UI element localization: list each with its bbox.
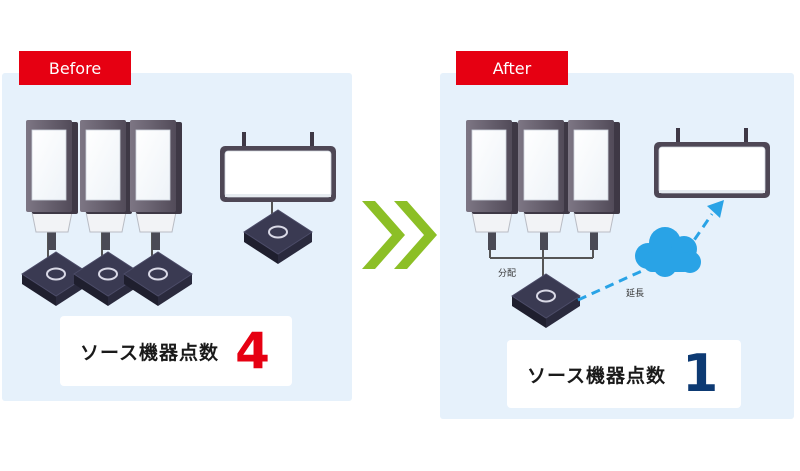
before-kiosk-2 <box>79 119 133 251</box>
before-count-box: ソース機器点数 4 <box>60 316 292 386</box>
after-link-arrowhead <box>707 200 724 218</box>
before-tag: Before <box>19 51 131 85</box>
cloud-icon <box>635 227 701 277</box>
after-kiosk-2 <box>517 119 571 251</box>
after-tag: After <box>456 51 568 85</box>
before-player-3 <box>123 251 193 307</box>
double-chevron-right-icon <box>362 201 437 269</box>
extend-label: 延長 <box>626 287 644 299</box>
after-kiosk-3 <box>567 119 621 251</box>
before-kiosk-1 <box>25 119 79 251</box>
split-label: 分配 <box>498 268 516 279</box>
after-count-box: ソース機器点数 1 <box>507 340 741 408</box>
after-kiosk-1 <box>465 119 519 251</box>
after-player <box>511 273 581 329</box>
before-kiosk-3 <box>129 119 183 251</box>
before-count-value: 4 <box>235 322 270 380</box>
after-count-label: ソース機器点数 <box>527 364 667 387</box>
after-signboard <box>653 127 771 199</box>
after-count-value: 1 <box>682 344 719 404</box>
before-player-4 <box>243 209 313 265</box>
before-count-label: ソース機器点数 <box>80 341 220 364</box>
before-signboard <box>219 131 337 203</box>
